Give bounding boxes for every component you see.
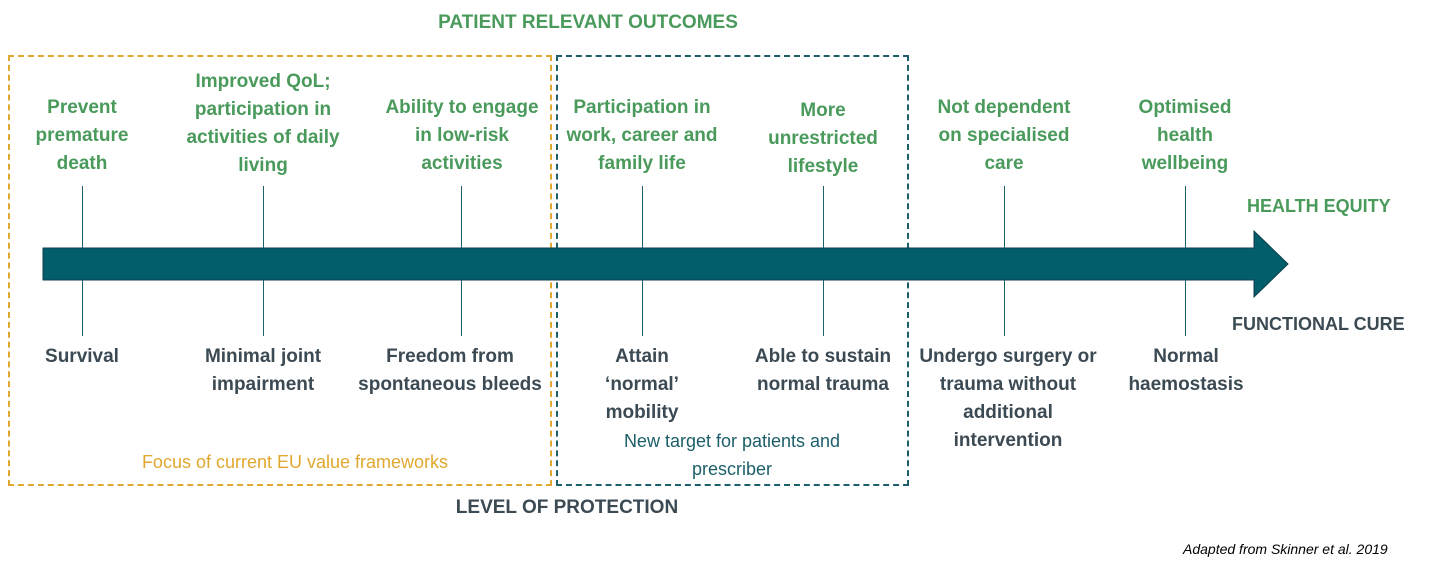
- protection-normal-trauma: Able to sustain normal trauma: [754, 346, 892, 395]
- tick-bottom-4: [642, 280, 643, 336]
- protection-freedom-bleeds: Freedom from spontaneous bleeds: [358, 346, 542, 395]
- protection-surgery: Undergo surgery or trauma without additi…: [919, 346, 1097, 451]
- outcome-improved-qol: Improved QoL; participation in activitie…: [186, 71, 340, 176]
- protection-normal-haemostasis: Normal haemostasis: [1128, 346, 1244, 395]
- new-target-label: New target for patients and prescriber: [623, 431, 841, 479]
- tick-top-2: [263, 186, 264, 248]
- outcome-unrestricted-lifestyle: More unrestricted lifestyle: [768, 100, 878, 177]
- eu-frameworks-label: Focus of current EU value frameworks: [141, 452, 449, 472]
- protection-survival: Survival: [45, 346, 119, 367]
- functional-cure-label: FUNCTIONAL CURE: [1232, 314, 1405, 334]
- top-title: PATIENT RELEVANT OUTCOMES: [438, 12, 738, 33]
- arrow-shape: [42, 229, 1289, 299]
- tick-top-1: [82, 186, 83, 248]
- tick-top-5: [823, 186, 824, 248]
- tick-bottom-5: [823, 280, 824, 336]
- outcome-optimised-health: Optimised health wellbeing: [1138, 97, 1232, 174]
- tick-bottom-1: [82, 280, 83, 336]
- tick-bottom-3: [461, 280, 462, 336]
- health-equity-label: HEALTH EQUITY: [1247, 196, 1391, 216]
- outcome-not-dependent: Not dependent on specialised care: [937, 97, 1071, 174]
- tick-bottom-6: [1004, 280, 1005, 336]
- tick-top-7: [1185, 186, 1186, 248]
- tick-top-3: [461, 186, 462, 248]
- outcome-work-family: Participation in work, career and family…: [566, 97, 718, 174]
- tick-bottom-7: [1185, 280, 1186, 336]
- protection-minimal-joint: Minimal joint impairment: [204, 346, 322, 395]
- outcome-low-risk-activities: Ability to engage in low-risk activities: [385, 97, 539, 174]
- tick-bottom-2: [263, 280, 264, 336]
- bottom-title: LEVEL OF PROTECTION: [455, 497, 679, 518]
- protection-normal-mobility: Attain ‘normal’ mobility: [605, 346, 679, 423]
- outcome-prevent-death: Prevent premature death: [35, 97, 129, 174]
- tick-top-6: [1004, 186, 1005, 248]
- citation: Adapted from Skinner et al. 2019: [1183, 541, 1388, 557]
- tick-top-4: [642, 186, 643, 248]
